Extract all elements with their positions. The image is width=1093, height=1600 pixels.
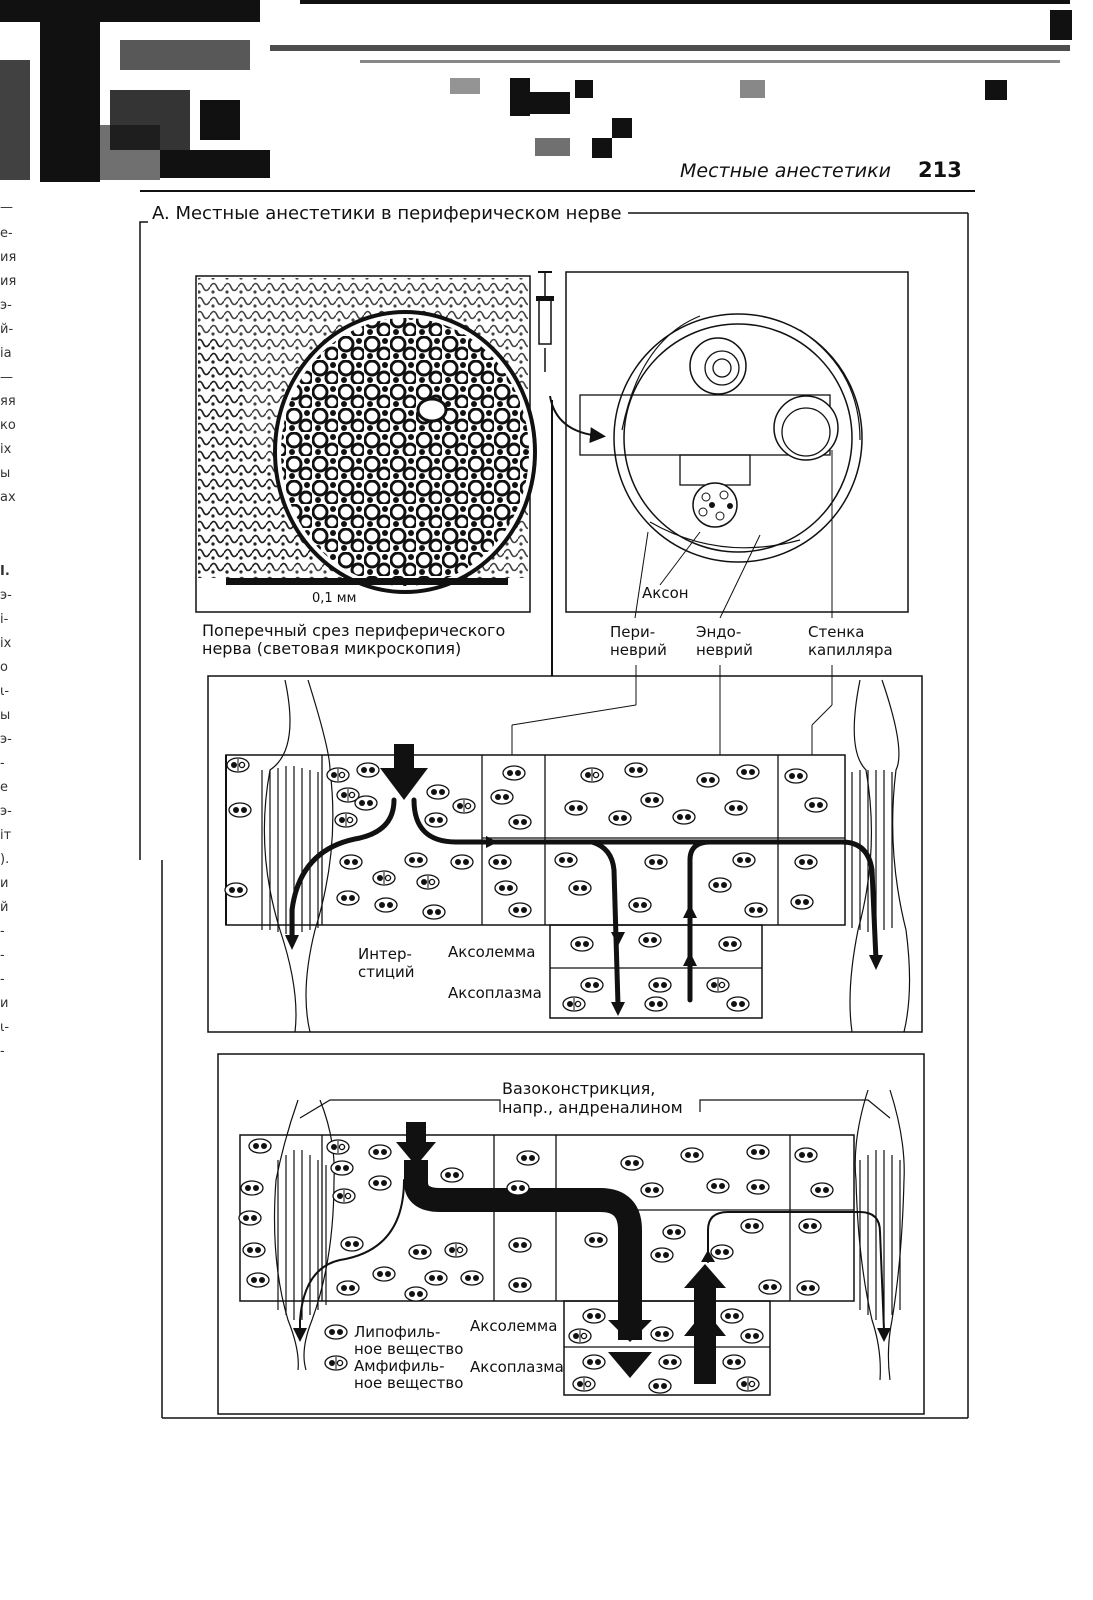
margin-fragment: и — [0, 996, 9, 1011]
diffusion-panel-2 — [217, 1053, 925, 1415]
margin-fragment: іа — [0, 346, 12, 361]
margin-fragment: и — [0, 876, 9, 891]
margin-fragment: - — [0, 1044, 5, 1059]
interstitium-label-2: стиций — [358, 963, 415, 981]
legend-lipophilic-1: Липофиль- — [354, 1323, 441, 1341]
margin-fragment: іх — [0, 442, 12, 457]
margin-fragment: ы — [0, 708, 11, 723]
axolemma-label-1: Аксолемма — [448, 943, 536, 961]
margin-fragment: ι- — [0, 684, 10, 699]
margin-fragment: іт — [0, 828, 12, 843]
margin-fragment: ах — [0, 490, 16, 505]
margin-fragment: ы — [0, 466, 11, 481]
margin-fragment: й — [0, 900, 9, 915]
capillary-wall-label-1: Стенка — [808, 623, 865, 641]
micrograph-caption-line1: Поперечный срез периферического — [202, 621, 506, 640]
nerve-schematic — [536, 271, 909, 619]
margin-fragment: - — [0, 756, 5, 771]
margin-fragment: - — [0, 924, 5, 939]
axoplasm-label-1: Аксоплазма — [448, 984, 542, 1002]
section-title: A. Местные анестетики в периферическом н… — [152, 203, 628, 225]
nerve-micrograph — [195, 275, 537, 613]
section-frame — [139, 212, 969, 1419]
vasoconstriction-label-2: напр., андреналином — [502, 1098, 683, 1117]
margin-fragment: е — [0, 780, 8, 795]
margin-fragment: ι- — [0, 1020, 10, 1035]
interstitium-label-1: Интер- — [358, 945, 412, 963]
margin-fragment: о — [0, 660, 8, 675]
margin-fragment: - — [0, 948, 5, 963]
margin-fragment: й- — [0, 322, 14, 337]
legend-amphiphilic-2: ное вещество — [354, 1374, 464, 1392]
diffusion-panel-1 — [207, 665, 923, 1033]
margin-fragment: І. — [0, 564, 10, 579]
header-title: Местные анестетики — [680, 160, 891, 182]
margin-fragment: і- — [0, 612, 9, 627]
header-rule — [140, 190, 975, 192]
margin-fragment: іх — [0, 636, 12, 651]
margin-fragment: э- — [0, 298, 12, 313]
page-header: Местные анестетики 213 — [680, 158, 980, 190]
margin-fragment: э- — [0, 804, 12, 819]
scale-bar-label: 0,1 мм — [312, 591, 357, 606]
margin-fragment: э- — [0, 588, 12, 603]
vasoconstriction-label-1: Вазоконстрикция, — [502, 1079, 656, 1098]
margin-fragment: ко — [0, 418, 16, 433]
margin-fragment: яя — [0, 394, 16, 409]
endoneurium-label-2: неврий — [696, 641, 753, 659]
margin-fragment: - — [0, 972, 5, 987]
margin-fragment: ия — [0, 274, 17, 289]
margin-fragment: ия — [0, 250, 17, 265]
legend-amphiphilic-1: Амфифиль- — [354, 1357, 445, 1375]
margin-fragment: — — [0, 200, 13, 215]
margin-fragment: е- — [0, 226, 13, 241]
perineurium-label-2: неврий — [610, 641, 667, 659]
micrograph-caption-line2: нерва (световая микроскопия) — [202, 639, 462, 658]
axoplasm-label-2: Аксоплазма — [470, 1358, 564, 1376]
page-number: 213 — [918, 158, 962, 182]
endoneurium-label-1: Эндо- — [696, 623, 742, 641]
legend-lipophilic-2: ное вещество — [354, 1340, 464, 1358]
margin-fragment: — — [0, 370, 13, 385]
margin-fragment: э- — [0, 732, 12, 747]
margin-fragment: ). — [0, 852, 10, 867]
perineurium-label-1: Пери- — [610, 623, 656, 641]
capillary-wall-label-2: капилляра — [808, 641, 893, 659]
axolemma-label-2: Аксолемма — [470, 1317, 558, 1335]
axon-label: Аксон — [642, 584, 689, 602]
